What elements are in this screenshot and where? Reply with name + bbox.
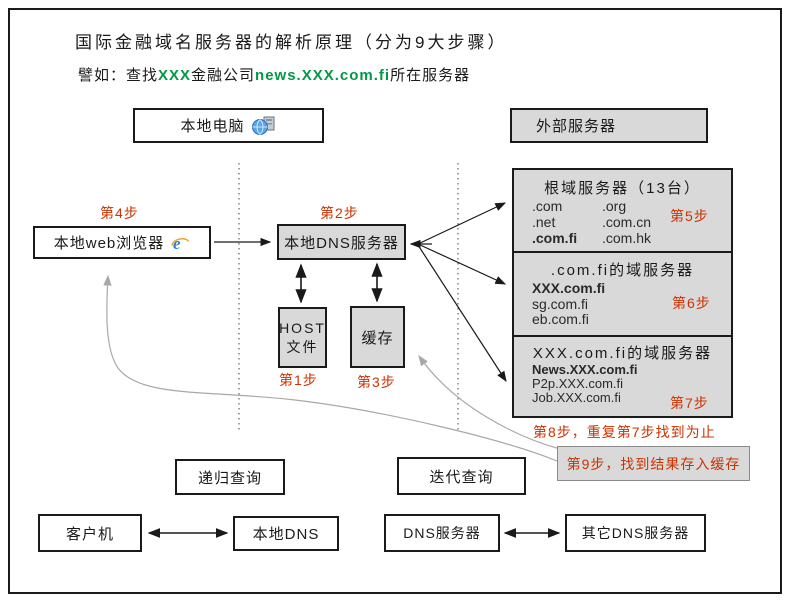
step9-label: 第9步，找到结果存入缓存 <box>566 455 741 472</box>
tld-net: .net <box>532 214 556 230</box>
tld-org: .org <box>602 198 627 214</box>
svg-text:e: e <box>173 234 182 253</box>
root-domain-servers-box: 根域服务器（13台） .com .net .com.fi .org .com.c… <box>512 168 733 253</box>
host-sg-comfi: sg.com.fi <box>532 296 589 312</box>
cache-label: 缓存 <box>361 329 394 347</box>
tld-comfi: .com.fi <box>532 230 578 246</box>
step4-label: 第4步 <box>100 205 139 221</box>
tld-comcn: .com.cn <box>602 214 652 230</box>
host-xxx-comfi: XXX.com.fi <box>532 280 606 296</box>
comfi-domain-servers-box: .com.fi的域服务器 XXX.com.fi sg.com.fi eb.com… <box>512 251 733 337</box>
page-title: 国际金融域名服务器的解析原理（分为9大步骤） <box>75 33 508 52</box>
diagram-frame <box>8 8 782 594</box>
other-dns-server-label: 其它DNS服务器 <box>581 525 690 541</box>
other-dns-server-box: 其它DNS服务器 <box>565 514 706 552</box>
local-web-browser-label: 本地web浏览器 <box>53 235 165 252</box>
xxx-domain-servers-title: XXX.com.fi的域服务器 <box>532 345 713 362</box>
computer-network-icon <box>251 115 277 137</box>
host-file-line1: HOST <box>279 319 326 336</box>
external-servers-box: 外部服务器 <box>510 108 708 143</box>
subtitle-prefix: 譬如：查找 <box>78 67 159 84</box>
subtitle-domain: news.XXX.com.fi <box>255 67 391 84</box>
step5-label: 第5步 <box>670 208 709 224</box>
tld-com: .com <box>532 198 563 214</box>
local-computer-box: 本地电脑 <box>133 108 324 143</box>
dns-server-box: DNS服务器 <box>384 514 500 552</box>
recursive-query-label: 递归查询 <box>197 469 262 487</box>
step1-label: 第1步 <box>279 372 318 388</box>
iterative-query-box: 迭代查询 <box>397 457 526 495</box>
subtitle-company: XXX <box>158 67 192 84</box>
subtitle-suffix: 所在服务器 <box>390 67 471 84</box>
step3-label: 第3步 <box>357 374 396 390</box>
step6-label: 第6步 <box>672 295 711 311</box>
external-servers-label: 外部服务器 <box>536 118 617 135</box>
host-job-xxx: Job.XXX.com.fi <box>532 390 621 405</box>
dns-server-label: DNS服务器 <box>403 525 481 541</box>
cache-box: 缓存 <box>350 306 405 368</box>
host-file-box: HOST 文件 <box>278 307 327 368</box>
local-web-browser-box: 本地web浏览器 e <box>33 226 211 259</box>
local-dns-label: 本地DNS <box>252 526 320 543</box>
xxx-domain-servers-box: XXX.com.fi的域服务器 News.XXX.com.fi P2p.XXX.… <box>512 335 733 418</box>
step9-note-box: 第9步，找到结果存入缓存 <box>557 446 750 481</box>
client-box: 客户机 <box>38 514 142 552</box>
host-p2p-xxx: P2p.XXX.com.fi <box>532 376 624 391</box>
step7-label: 第7步 <box>670 395 709 411</box>
step8-label: 第8步，重复第7步找到为止 <box>533 424 716 440</box>
tld-comhk: .com.hk <box>602 230 652 246</box>
root-domain-servers-title: 根域服务器（13台） <box>544 180 701 197</box>
host-eb-comfi: eb.com.fi <box>532 311 589 327</box>
local-dns-server-label: 本地DNS服务器 <box>284 234 399 252</box>
local-computer-label: 本地电脑 <box>180 118 245 135</box>
local-dns-server-box: 本地DNS服务器 <box>277 224 406 260</box>
host-file-line2: 文件 <box>286 338 319 355</box>
subtitle-mid: 金融公司 <box>191 67 256 84</box>
local-dns-box: 本地DNS <box>233 516 339 551</box>
ie-browser-icon: e <box>170 233 190 253</box>
example-subtitle: 譬如：查找XXX金融公司news.XXX.com.fi所在服务器 <box>78 64 470 85</box>
comfi-domain-servers-title: .com.fi的域服务器 <box>550 262 695 279</box>
client-label: 客户机 <box>65 525 114 543</box>
step2-label: 第2步 <box>320 205 359 221</box>
recursive-query-box: 递归查询 <box>175 459 285 495</box>
iterative-query-label: 迭代查询 <box>429 468 494 486</box>
host-news-xxx: News.XXX.com.fi <box>532 362 638 377</box>
